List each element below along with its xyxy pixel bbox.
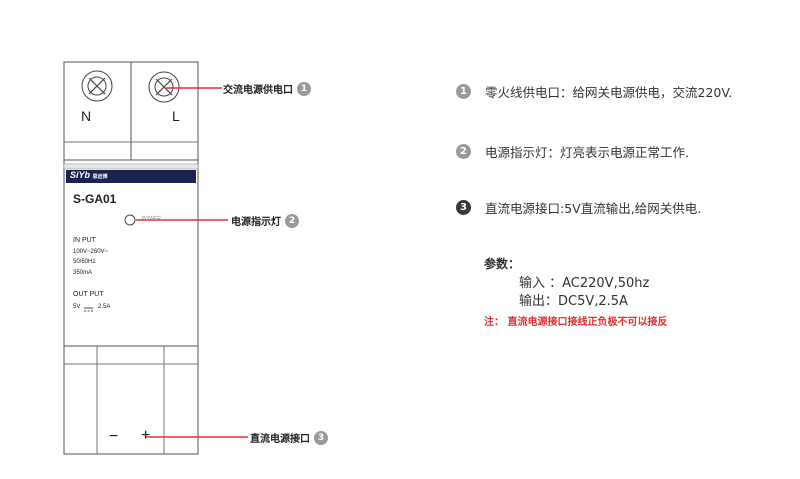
description-3: 3 直流电源接口:5V直流输出,给网关供电. [456, 198, 701, 217]
input-current: 350mA [73, 270, 93, 276]
module-body [63, 159, 199, 347]
screw-l-icon [148, 71, 180, 103]
description-text: 直流电源接口:5V直流输出,给网关供电. [485, 201, 702, 216]
input-title: IN PUT [73, 237, 96, 244]
description-1: 1 零火线供电口：给网关电源供电，交流220V. [456, 82, 732, 101]
callout-label: 直流电源接口 [250, 434, 310, 445]
param-input: 输入 ：AC220V,50hz [519, 276, 650, 291]
callout-dc-output: 直流电源接口 3 [250, 430, 328, 445]
input-voltage: 100V~260V~ [73, 249, 109, 255]
param-output: 输出：DC5V,2.5A [519, 294, 628, 309]
description-text: 零火线供电口：给网关电源供电，交流220V. [485, 85, 733, 100]
brand-name: SiYb [70, 170, 91, 180]
description-2: 2 电源指示灯：灯亮表示电源正常工作. [456, 142, 689, 161]
output-current: 2.5A [98, 304, 111, 310]
params-title: 参数： [484, 257, 521, 271]
terminal-label-n: N [81, 108, 92, 124]
callout-ac-input: 交流电源供电口 1 [223, 81, 311, 96]
input-frequency: 50/60Hz [73, 259, 96, 265]
dc-plus-terminal: + [141, 427, 151, 444]
power-label: POWER [142, 216, 161, 222]
callout-label: 电源指示灯 [231, 217, 281, 228]
number-badge-1: 1 [297, 81, 311, 96]
output-voltage: 5V [73, 304, 81, 310]
bottom-terminal-block [63, 345, 199, 455]
callout-power-led: 电源指示灯 2 [231, 213, 299, 228]
description-text: 电源指示灯：灯亮表示电源正常工作. [485, 145, 689, 160]
output-title: OUT PUT [73, 291, 104, 298]
model-name: S-GA01 [73, 192, 117, 206]
number-badge-3: 3 [314, 430, 328, 445]
warning-note: 注： 直流电源接口接线正负极不可以接反 [484, 317, 668, 328]
brand-logo: SiYb 思远博 [70, 170, 108, 180]
number-badge-1: 1 [456, 84, 471, 99]
number-badge-2: 2 [456, 144, 471, 159]
callout-label: 交流电源供电口 [223, 85, 293, 96]
brand-bar [66, 170, 196, 183]
body-top-groove [63, 163, 199, 170]
number-badge-2: 2 [285, 213, 299, 228]
terminal-label-l: L [172, 108, 180, 124]
brand-sub: 思远博 [92, 174, 108, 180]
dc-minus-terminal: − [109, 428, 119, 445]
number-badge-3: 3 [456, 200, 471, 215]
power-led-icon [124, 214, 136, 226]
screw-n-icon [81, 70, 113, 102]
